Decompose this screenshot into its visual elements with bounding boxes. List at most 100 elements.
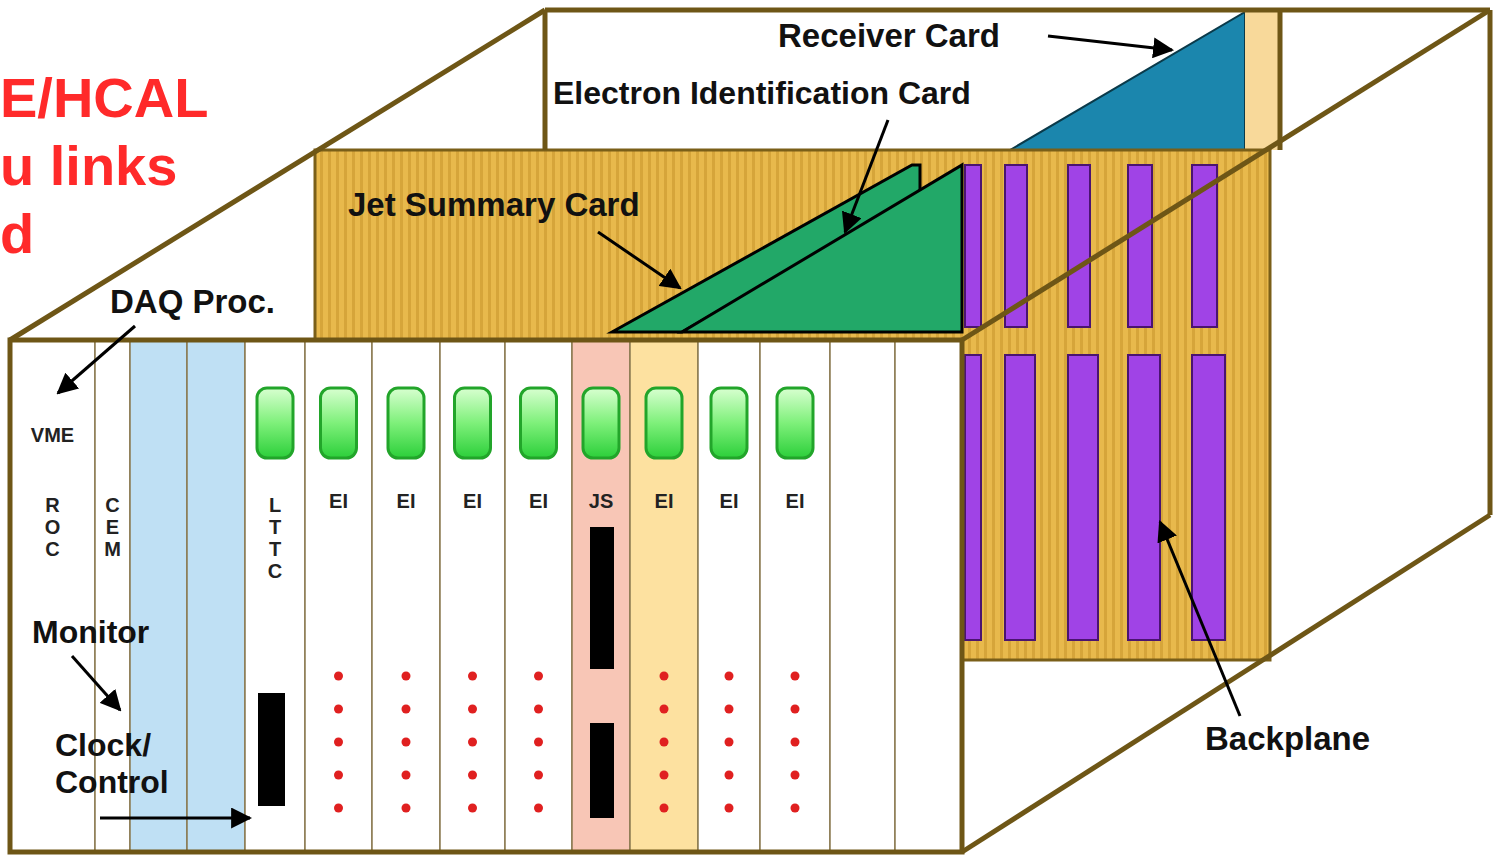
card-slot: EI	[440, 340, 505, 852]
connector-pin	[402, 804, 411, 813]
part-label: Monitor	[32, 614, 149, 651]
card-label: EI	[529, 490, 548, 513]
card-label: EI	[720, 490, 739, 513]
card-slot: EI	[760, 340, 830, 852]
crate-front-outline	[10, 340, 962, 852]
connector-pin	[534, 804, 543, 813]
card-slot: JS	[572, 340, 630, 852]
receiver-card	[1010, 12, 1245, 150]
connector-bar	[590, 723, 614, 818]
status-led	[521, 388, 557, 458]
connector-bar	[258, 693, 285, 806]
leader-arrows	[58, 36, 1240, 818]
card-label: ROC	[43, 494, 63, 560]
connector-pin	[402, 771, 411, 780]
connector-pin	[468, 672, 477, 681]
connector-pin	[660, 771, 669, 780]
front-panel-slots	[10, 340, 962, 852]
receiver-card-edge	[1245, 10, 1280, 150]
status-led	[321, 388, 357, 458]
slot-panel	[305, 340, 372, 852]
slot-panel	[698, 340, 760, 852]
part-label: Backplane	[1205, 720, 1370, 758]
slot-panel	[187, 340, 245, 852]
status-led	[583, 388, 619, 458]
connector-bar	[590, 527, 614, 669]
card-slot: CEM	[95, 340, 130, 852]
slot-panel	[895, 340, 962, 852]
connector-pin	[534, 771, 543, 780]
card-slot: LTTC	[245, 340, 305, 852]
status-led	[388, 388, 424, 458]
part-label: Clock/ Control	[55, 727, 205, 801]
card-label: EI	[329, 490, 348, 513]
connector-pin	[660, 804, 669, 813]
heading-fragment: E/HCAL	[0, 70, 208, 126]
slot-panel	[572, 340, 630, 852]
part-label: DAQ Proc.	[110, 283, 275, 321]
backplane-connector	[1068, 355, 1098, 640]
connector-pin	[725, 738, 734, 747]
backplane-connector	[1005, 355, 1035, 640]
status-led	[711, 388, 747, 458]
card-slot: EI	[630, 340, 698, 852]
connector-pin	[660, 705, 669, 714]
connector-pin	[468, 705, 477, 714]
backplane-connector	[965, 165, 981, 327]
part-label: Electron Identification Card	[553, 75, 971, 112]
connector-pin	[725, 672, 734, 681]
slot-panel	[760, 340, 830, 852]
card-slot: EI	[305, 340, 372, 852]
backplane-connector	[1192, 355, 1225, 640]
slot-panel	[440, 340, 505, 852]
connector-pin	[534, 738, 543, 747]
connector-pin	[791, 672, 800, 681]
connector-pin	[534, 672, 543, 681]
status-led	[646, 388, 682, 458]
backplane-connectors	[965, 165, 1225, 640]
connector-pin	[534, 705, 543, 714]
connector-pin	[725, 705, 734, 714]
connector-pin	[468, 738, 477, 747]
connector-pin	[402, 705, 411, 714]
connector-pin	[402, 738, 411, 747]
card-label: LTTC	[265, 494, 285, 582]
card-label: EI	[463, 490, 482, 513]
card-label: CEM	[103, 494, 123, 560]
card-slot: EI	[698, 340, 760, 852]
connector-pin	[725, 804, 734, 813]
card-slot: VME ROC	[10, 340, 95, 852]
status-led	[257, 388, 293, 458]
part-label: Jet Summary Card	[348, 186, 640, 224]
slot-panel	[245, 340, 305, 852]
backplane-connector	[1128, 355, 1160, 640]
card-label: VME	[31, 424, 74, 447]
connector-pin	[334, 738, 343, 747]
slot-panel	[630, 340, 698, 852]
slot-panel	[372, 340, 440, 852]
crate-front	[10, 340, 962, 852]
backplane-connector	[1128, 165, 1152, 327]
connector-pin	[334, 771, 343, 780]
crate-frame	[10, 10, 1490, 852]
backplane-connector	[965, 355, 981, 640]
status-led	[455, 388, 491, 458]
connector-pin	[791, 771, 800, 780]
connector-pin	[791, 804, 800, 813]
heading-fragment: u links	[0, 138, 177, 194]
slot-panel	[505, 340, 572, 852]
slot-panel	[830, 340, 895, 852]
connector-pin	[468, 804, 477, 813]
card-label: EI	[397, 490, 416, 513]
card-label: EI	[786, 490, 805, 513]
connector-pin	[402, 672, 411, 681]
card-label: EI	[655, 490, 674, 513]
connector-pin	[468, 771, 477, 780]
connector-pin	[334, 804, 343, 813]
card-label: JS	[589, 490, 613, 513]
card-slot: EI	[505, 340, 572, 852]
electron-identification-card	[682, 165, 962, 332]
connector-pin	[791, 705, 800, 714]
connector-pin	[334, 705, 343, 714]
part-label: Receiver Card	[778, 17, 1000, 55]
